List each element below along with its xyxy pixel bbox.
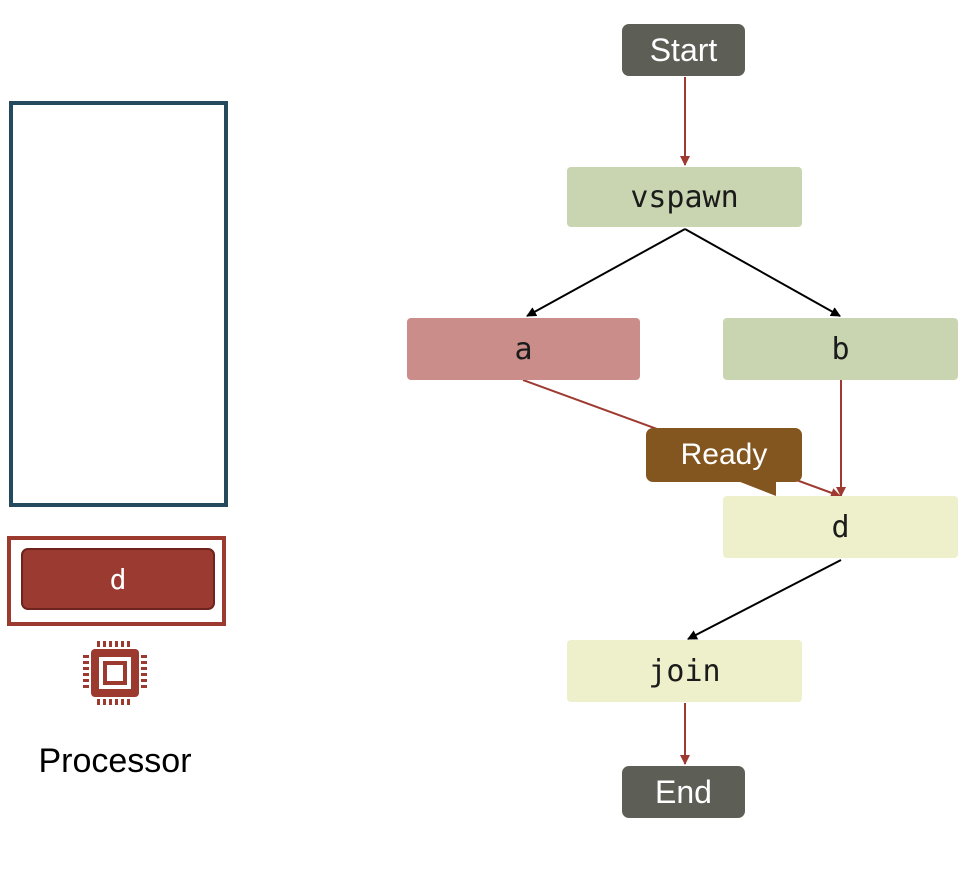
processor-label: Processor <box>38 742 192 780</box>
processor-slot: d <box>7 536 226 626</box>
ready-callout: Ready <box>646 428 802 482</box>
ready-queue-box <box>9 101 228 507</box>
cpu-chip-icon <box>83 641 147 705</box>
task-a-node: a <box>407 318 640 380</box>
end-node: End <box>622 766 745 818</box>
edge-d-join <box>687 559 842 640</box>
edge-vspawn-b <box>684 228 841 317</box>
edge-vspawn-a <box>526 228 686 317</box>
running-task-d: d <box>21 548 215 610</box>
task-b-node: b <box>723 318 958 380</box>
start-node: Start <box>622 24 745 76</box>
vspawn-node: vspawn <box>567 167 802 227</box>
callout-tail <box>730 478 776 496</box>
join-node: join <box>567 640 802 702</box>
task-d-node: d <box>723 496 958 558</box>
